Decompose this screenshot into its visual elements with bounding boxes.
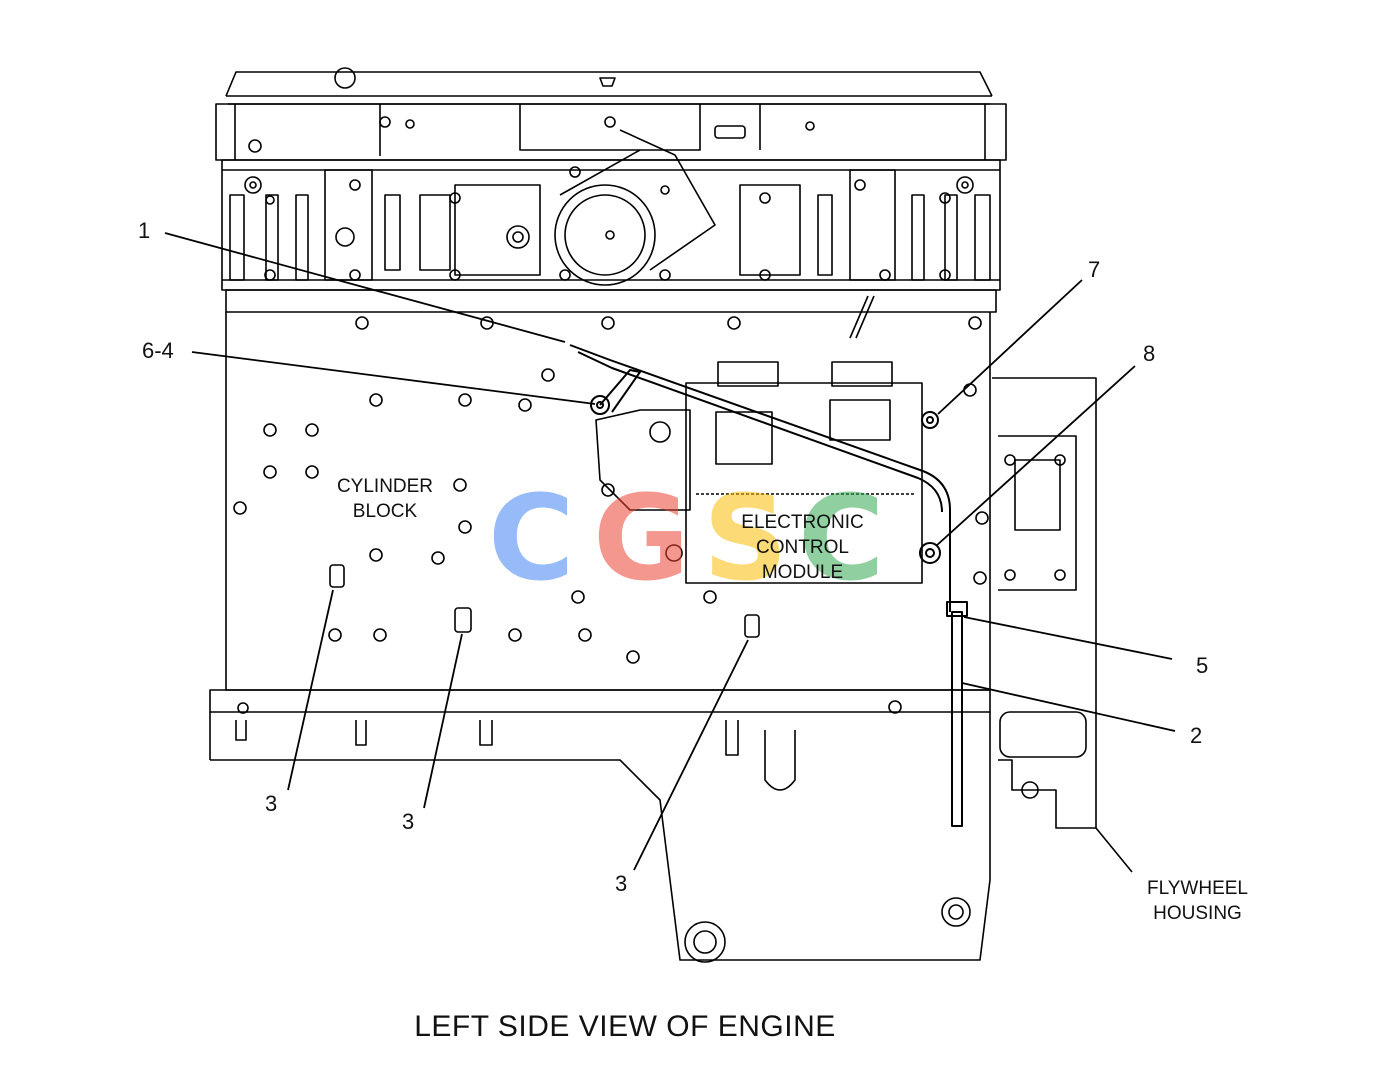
callout-5: 5 <box>1196 653 1209 678</box>
flywheel-housing <box>992 377 1133 873</box>
ecm-label-line3: MODULE <box>761 562 844 583</box>
callout-1: 1 <box>138 218 151 243</box>
watermark-letter-c2: C <box>798 484 885 594</box>
watermark-letter-c1: C <box>488 484 575 594</box>
callout-3-left: 3 <box>265 791 278 816</box>
callout-8: 8 <box>1143 341 1156 366</box>
watermark-logo: C G S C <box>488 484 885 594</box>
cylinder-block-label-line2: BLOCK <box>352 501 418 522</box>
valve-cover <box>215 67 1007 161</box>
callout-3-middle: 3 <box>402 809 415 834</box>
block-body <box>209 312 991 961</box>
flywheel-housing-label: FLYWHEEL HOUSING <box>1125 876 1270 926</box>
diagram-title: LEFT SIDE VIEW OF ENGINE <box>414 1010 836 1043</box>
ecm-label: ELECTRONIC CONTROL MODULE <box>720 510 885 585</box>
harness <box>569 344 968 827</box>
ecm-box <box>595 361 923 584</box>
watermark-letter-s: S <box>703 484 788 594</box>
cylinder-block-label: CYLINDER BLOCK <box>320 474 450 524</box>
callout-7: 7 <box>1088 257 1101 282</box>
flywheel-housing-label-line1: FLYWHEEL <box>1146 878 1248 899</box>
callout-6-4: 6-4 <box>142 338 174 363</box>
ecm-label-line2: CONTROL <box>756 537 849 558</box>
ecm-label-line1: ELECTRONIC <box>741 512 864 533</box>
watermark-letter-g: G <box>593 484 690 594</box>
flywheel-housing-label-line2: HOUSING <box>1153 903 1242 924</box>
callout-3-lower: 3 <box>615 871 628 896</box>
callout-2: 2 <box>1190 723 1203 748</box>
cylinder-head <box>221 129 1001 339</box>
plugs <box>329 564 760 638</box>
cylinder-block-label-line1: CYLINDER <box>336 476 434 497</box>
leader-lines <box>164 232 1176 871</box>
block-bolts <box>233 316 989 963</box>
